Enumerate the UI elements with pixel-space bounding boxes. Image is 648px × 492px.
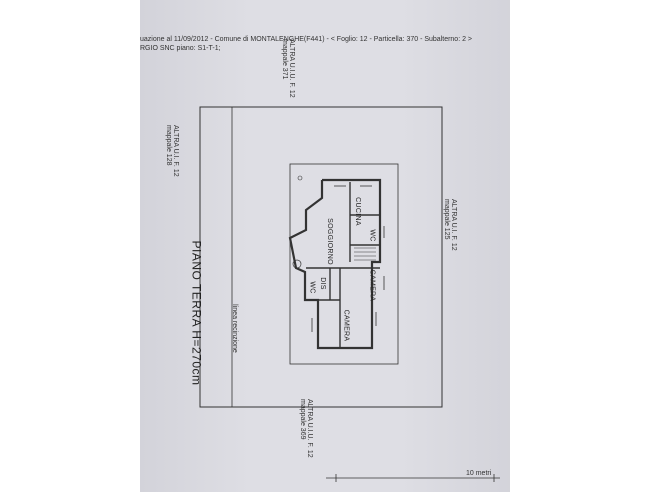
house-walls	[288, 178, 382, 350]
window-marks	[311, 185, 385, 332]
floor-title: PIANO TERRA H=270cm	[189, 240, 204, 386]
neighbor-label-right: ALTRA U.I. F. 12 mappale 125	[443, 199, 457, 251]
room-label-camera-1: CAMERA	[368, 269, 376, 302]
entry-door	[292, 259, 302, 269]
stair-hatch	[354, 247, 376, 261]
room-label-wc-2: WC	[308, 281, 316, 294]
paper-shading	[140, 0, 510, 492]
neighbor-label-top: ALTRA U.I.U. F. 12 mappale 371	[281, 39, 295, 98]
header-line-1: uazione al 11/09/2012 - Comune di MONTAL…	[140, 36, 473, 43]
room-label-soggiorno: SOGGIORNO	[325, 218, 333, 265]
fence-line-label: linea recinzione	[230, 304, 238, 353]
scale-label: 10 metri	[466, 470, 492, 477]
room-label-cucina: CUCINA	[353, 197, 361, 226]
neighbor-label-bottom: ALTRA U.I.U. F. 12 mappale 369	[299, 399, 313, 458]
lot-outline	[199, 106, 443, 408]
room-label-wc-1: WC	[368, 229, 376, 242]
room-label-dis: DIS	[318, 277, 326, 290]
header-line-2: RGIO SNC piano: S1-T-1;	[140, 45, 221, 52]
marker-dot	[297, 175, 303, 181]
neighbor-label-left: ALTRA U.I. F. 12 mappale 128	[165, 125, 179, 177]
room-label-camera-2: CAMERA	[342, 309, 350, 342]
building-outline	[289, 163, 399, 365]
